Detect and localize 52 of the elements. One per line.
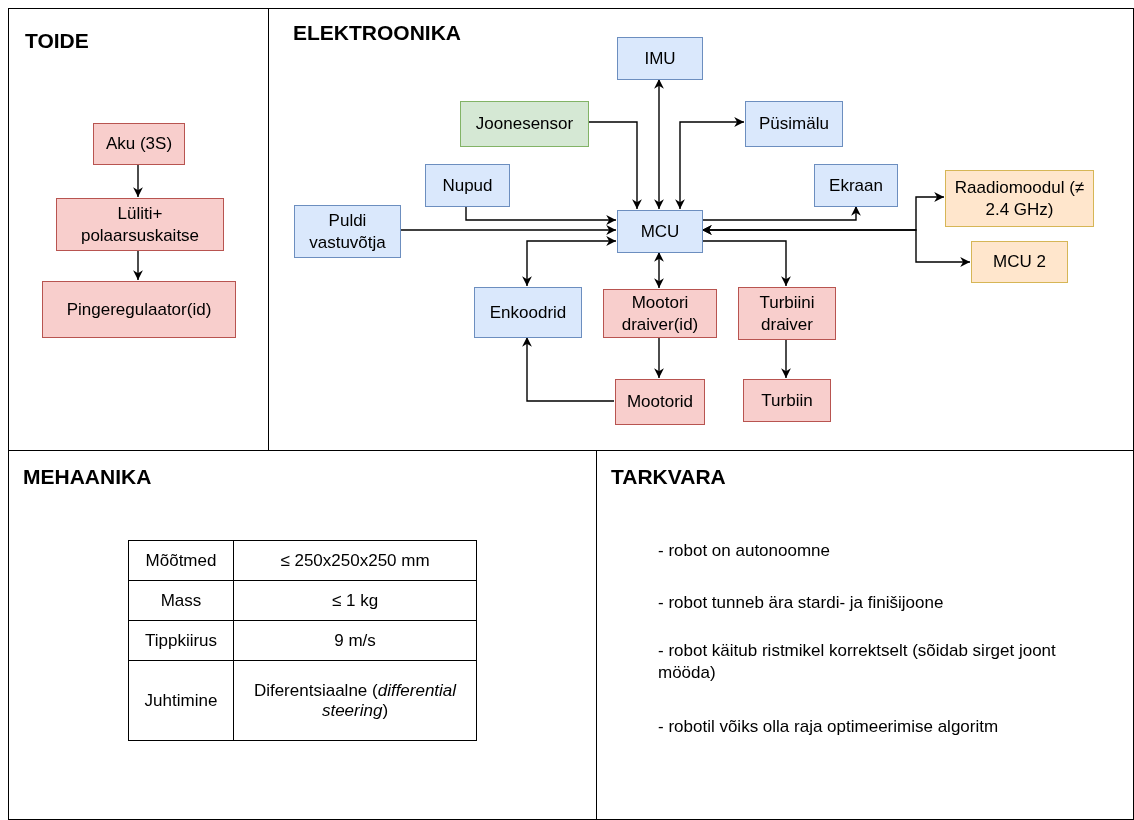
power-component-box: Mootori draiver(id) [603, 289, 717, 338]
external-module-box: Raadiomoodul (≠ 2.4 GHz) [945, 170, 1094, 227]
component-box: Ekraan [814, 164, 898, 207]
component-box: Puldi vastuvõtja [294, 205, 401, 258]
requirement-text: - robot tunneb ära stardi- ja finišijoone [658, 592, 945, 614]
power-component-box: Pingeregulaator(id) [42, 281, 236, 338]
requirement-text: - robotil võiks olla raja optimeerimise algoritm [658, 716, 1000, 738]
component-box: Püsimälu [745, 101, 843, 147]
table-cell: ≤ 1 kg [233, 580, 477, 621]
section-panel [596, 450, 1134, 820]
arrow [399, 225, 617, 235]
arrow [781, 338, 791, 379]
arrow [701, 205, 861, 221]
arrow [701, 225, 971, 267]
table-cell: Tippkiirus [128, 620, 234, 661]
component-box: MCU [617, 210, 703, 253]
arrow [522, 236, 617, 287]
arrow [675, 117, 745, 210]
arrow [654, 251, 664, 289]
section-heading: TARKVARA [611, 465, 726, 489]
arrow [133, 249, 143, 281]
arrow [522, 336, 615, 402]
power-component-box: Turbiin [743, 379, 831, 422]
component-box: IMU [617, 37, 703, 80]
table-cell: Mõõtmed [128, 540, 234, 581]
section-heading: TOIDE [25, 29, 89, 53]
power-component-box: Mootorid [615, 379, 705, 425]
power-component-box: Aku (3S) [93, 123, 185, 165]
component-box: Enkoodrid [474, 287, 582, 338]
arrow [654, 78, 664, 210]
arrow [587, 121, 642, 210]
section-panel [8, 450, 597, 820]
table-cell: ≤ 250x250x250 mm [233, 540, 477, 581]
table-cell: Mass [128, 580, 234, 621]
arrow [133, 163, 143, 198]
section-heading: ELEKTROONIKA [293, 21, 461, 45]
section-panel [268, 8, 1134, 451]
requirement-text: - robot on autonoomne [658, 540, 831, 562]
power-component-box: Turbiini draiver [738, 287, 836, 340]
table-cell: 9 m/s [233, 620, 477, 661]
power-component-box: Lüliti+ polaarsuskaitse [56, 198, 224, 251]
sensor-box: Joonesensor [460, 101, 589, 147]
arrow [701, 240, 791, 287]
table-cell: Diferentsiaalne (differential steering) [233, 660, 477, 741]
section-heading: MEHAANIKA [23, 465, 152, 489]
external-module-box: MCU 2 [971, 241, 1068, 283]
requirement-text: - robot käitub ristmikel korrektselt (sõidab sirget joont mööda) [658, 640, 1057, 685]
section-panel [8, 8, 269, 451]
arrow [465, 205, 617, 225]
arrow [654, 336, 664, 379]
table-cell: Juhtimine [128, 660, 234, 741]
component-box: Nupud [425, 164, 510, 207]
